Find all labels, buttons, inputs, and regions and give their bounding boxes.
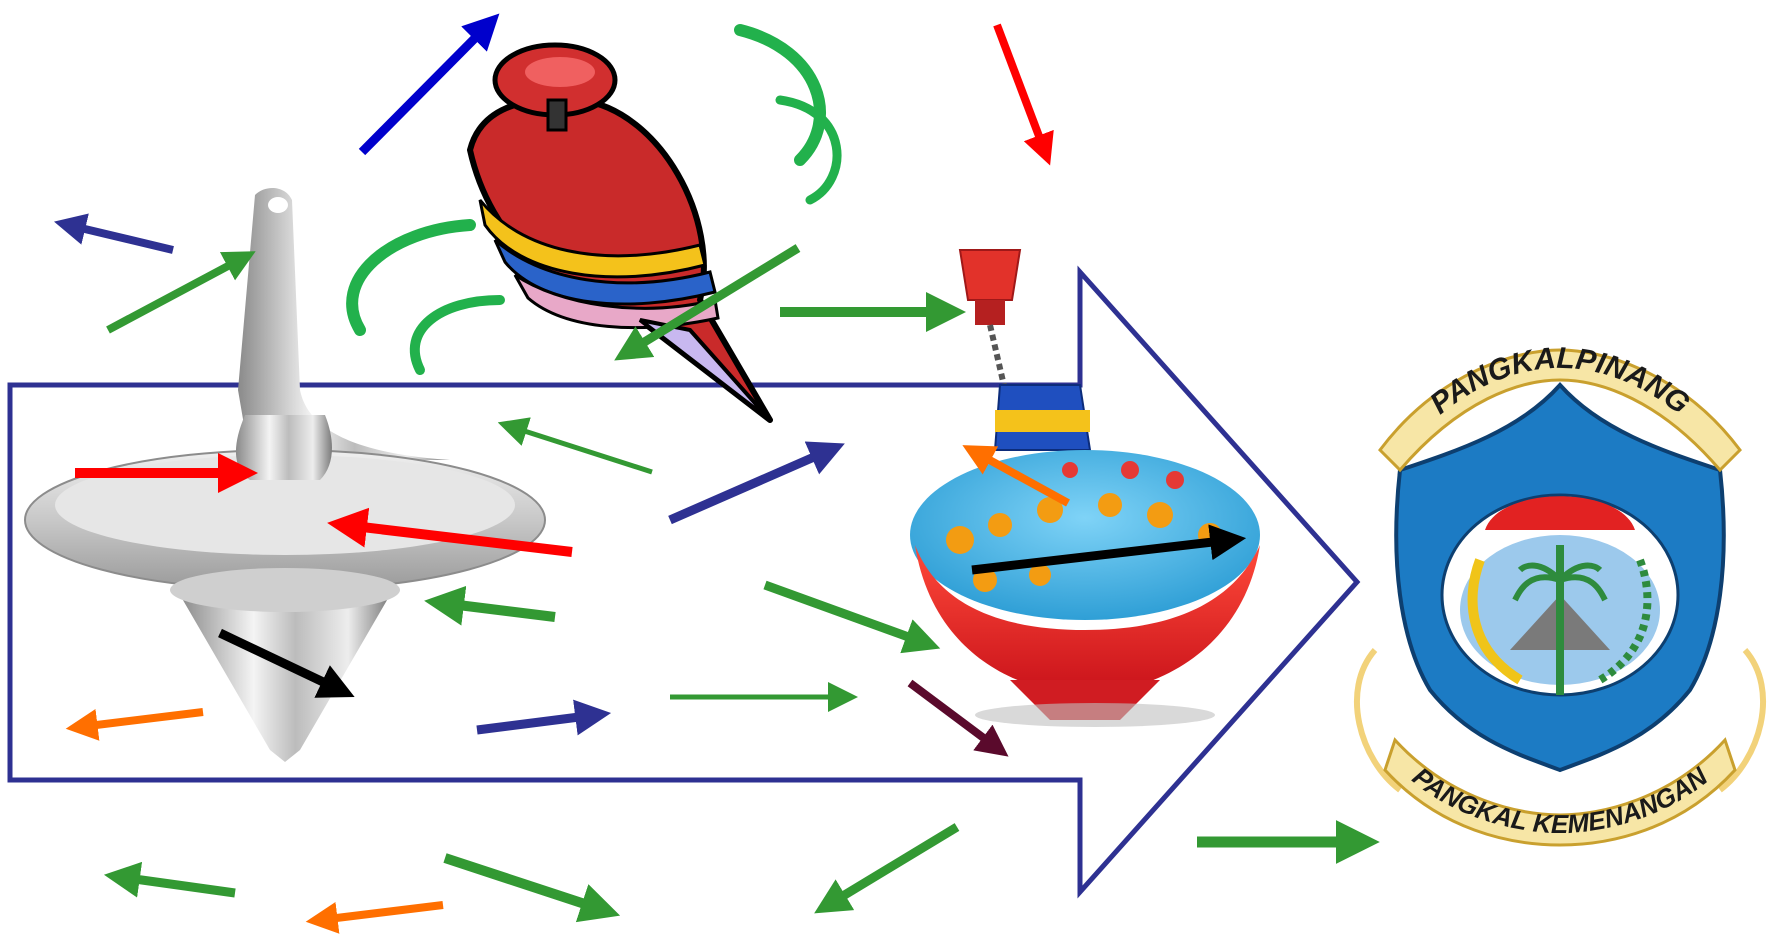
arrow-green-down-left-bottom [814,823,960,914]
arrow-black-down-right [218,628,355,698]
arrow-green-thin-left [497,417,653,475]
toy-spinning-top-icon [910,249,1260,727]
arrow-orange-left-bottom [305,901,444,934]
arrow-navy-right-low [476,699,612,736]
arrow-green-left-mid [424,585,556,626]
arrow-black-toy-right [971,524,1247,575]
arrow-navy-up-right-mid [668,441,845,525]
arrow-navy-left-top [53,213,174,254]
city-emblem-icon: PANGKALPINANG PANGKAL KEMENANGAN [1353,342,1767,847]
emblem-bottom-banner [1383,737,1737,847]
arrow-green-down-right-mid [763,580,941,654]
arrow-orange-up-left-toy [962,445,1070,507]
big-block-arrow [7,265,1361,899]
emblem-bottom-text: PANGKAL KEMENANGAN [1407,760,1714,839]
metal-spinning-top-icon [24,188,546,762]
arrow-green-up-right [106,251,256,334]
arrow-orange-left-mid [65,708,204,741]
arrow-green-down-right-bottom [443,853,621,923]
arrow-red-down [993,23,1054,166]
arrows-layer [53,13,1380,934]
emblem-top-banner [1378,348,1742,473]
svg-text:PANGKAL KEMENANGAN: PANGKAL KEMENANGAN [1407,760,1714,839]
arrow-green-left-bottom [103,861,236,898]
arrow-blue-up-right [358,13,500,156]
arrow-green-diagonal-down [614,244,801,361]
arrow-maroon-down-right [907,679,1009,757]
arrow-red-left [327,507,573,557]
